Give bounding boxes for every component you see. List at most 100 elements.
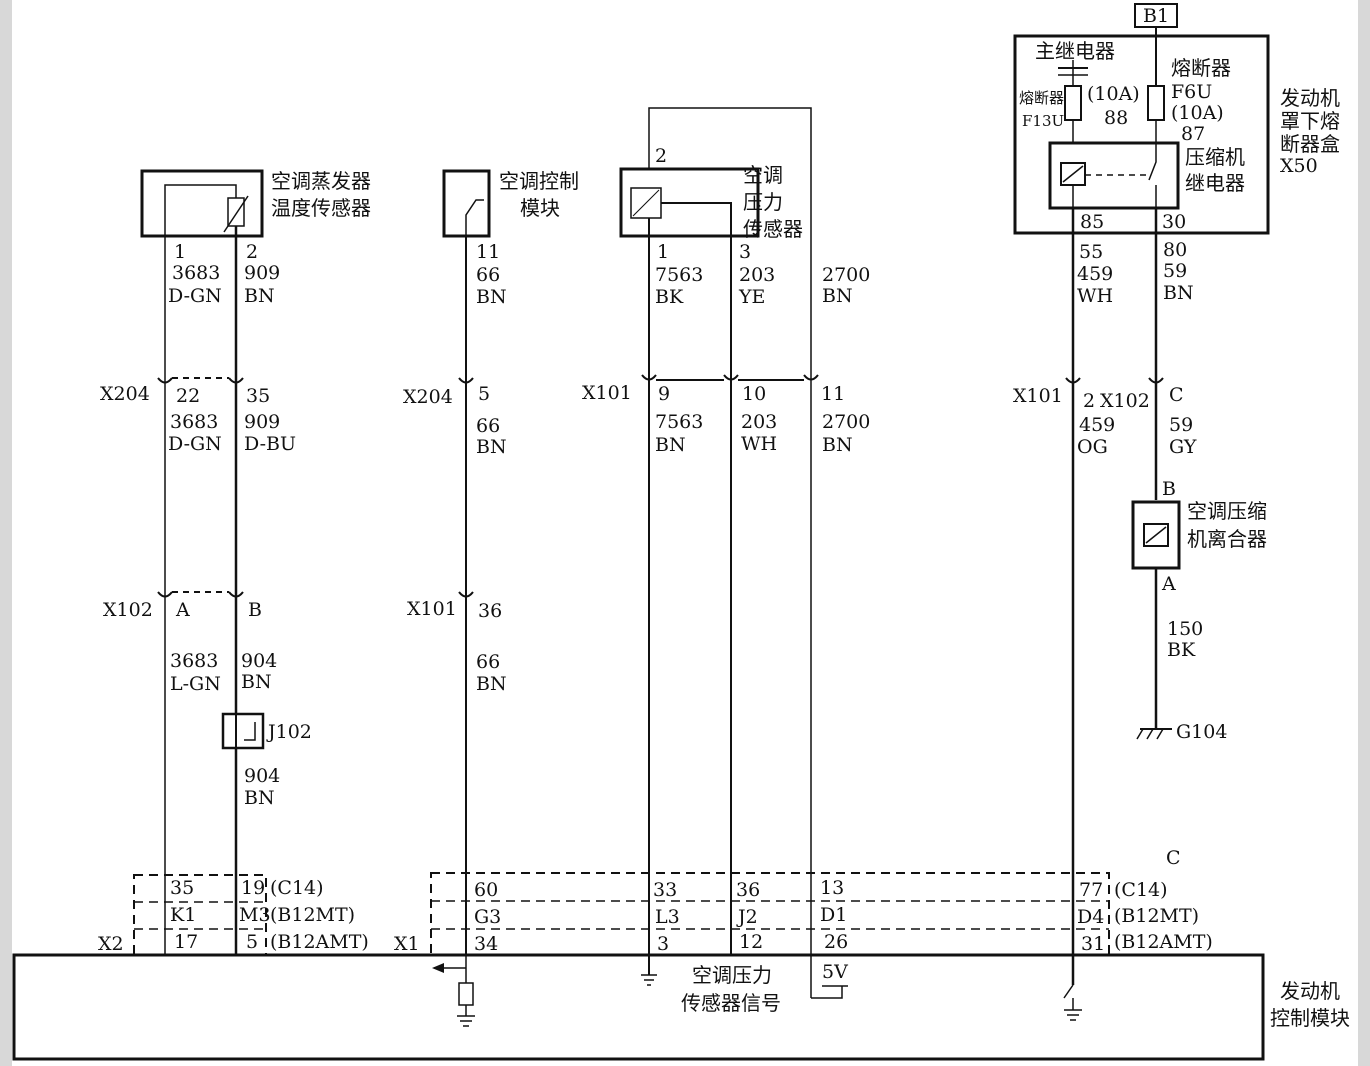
pin-label: 36	[478, 600, 502, 622]
wire-color: D-GN	[168, 285, 222, 307]
pin-label: B	[1162, 478, 1176, 500]
wire-circuit: 59	[1163, 260, 1187, 282]
wire-circuit: 7563	[655, 264, 703, 286]
wire-color: BN	[655, 434, 686, 456]
pin-label: 10	[742, 383, 766, 405]
relay-label-2: 继电器	[1185, 171, 1245, 195]
ground-label: G104	[1176, 721, 1227, 743]
wire-color: YE	[738, 286, 765, 308]
ecm-label-2: 控制模块	[1270, 1006, 1350, 1030]
wire-color: BN	[244, 787, 275, 809]
wire-color: BK	[655, 286, 684, 308]
ecm-pin: M3	[239, 904, 271, 926]
wire-color: GY	[1169, 436, 1197, 458]
ecm-pin: 36	[736, 879, 760, 901]
ecm-pin: D1	[820, 904, 847, 926]
pin-label: 22	[176, 385, 200, 407]
press-sensor-label-1: 空调	[743, 163, 783, 187]
pin-label: 30	[1162, 211, 1186, 233]
variant-label: (B12AMT)	[270, 931, 369, 953]
wire-color: L-GN	[170, 673, 221, 695]
pin-label: 35	[246, 385, 270, 407]
wire-circuit: 203	[741, 411, 777, 433]
wire-color: D-BU	[244, 433, 296, 455]
wire-circuit: 66	[476, 415, 500, 437]
ecm-pin: 33	[653, 879, 677, 901]
ecm-pin: J2	[736, 906, 758, 928]
ecm-5v-label: 5V	[822, 961, 848, 983]
wire-color: BN	[476, 286, 507, 308]
ecm-pin: 60	[474, 879, 498, 901]
connector-id: X204	[100, 383, 150, 405]
fuse-rating: (10A)	[1171, 102, 1224, 124]
fuse-box-label-2: 罩下熔	[1280, 109, 1340, 133]
fuse-id: F13U	[1022, 112, 1064, 130]
wire-circuit: 3683	[172, 262, 220, 284]
wire-color: BN	[822, 285, 853, 307]
evap-sensor-label-2: 温度传感器	[271, 196, 371, 220]
ecm-pin: 35	[170, 877, 194, 899]
ecm-signal-label-1: 空调压力	[692, 963, 772, 987]
ecm-pin: 26	[824, 931, 848, 953]
wire-color: WH	[1077, 285, 1113, 307]
ecm-pin: K1	[170, 904, 196, 926]
wire-color: BN	[476, 673, 507, 695]
ecm-pin: 77	[1079, 879, 1103, 901]
pin-label: 11	[821, 383, 845, 405]
pin-label: 2	[246, 241, 258, 263]
ecm-pin: L3	[655, 906, 680, 928]
wire-color: BN	[244, 285, 275, 307]
pin-label: A	[175, 599, 190, 621]
ecm-pin: D4	[1077, 906, 1104, 928]
ecm-pin: 5	[246, 931, 258, 953]
connector-id: X204	[403, 386, 453, 408]
ecm-pin: 34	[474, 933, 498, 955]
pin-label: 3	[739, 241, 751, 263]
wire-circuit: 909	[244, 411, 280, 433]
fuse-box-label-3: 断器盒	[1280, 132, 1340, 156]
ecm-signal-label-2: 传感器信号	[681, 991, 781, 1015]
wire-circuit: 3683	[170, 650, 218, 672]
pin-label: 5	[478, 383, 490, 405]
connector-id: X101	[582, 382, 632, 404]
ecm-pin: 31	[1081, 933, 1105, 955]
fuse-box-id: X50	[1280, 155, 1318, 177]
fuse-label: 熔断器	[1019, 89, 1064, 107]
wire-circuit: 7563	[655, 411, 703, 433]
wire-circuit: 59	[1169, 414, 1193, 436]
pin-label: 1	[657, 241, 669, 263]
connector-id: X1	[394, 933, 420, 955]
wire-circuit: 203	[739, 264, 775, 286]
connector-id: X2	[98, 933, 124, 955]
wire-color: BN	[476, 436, 507, 458]
fuse-box-label-1: 发动机	[1280, 86, 1340, 110]
wire-color: BN	[822, 434, 853, 456]
wire-circuit: 2700	[822, 264, 870, 286]
variant-label: (B12MT)	[1114, 905, 1199, 927]
variant-label: (C14)	[1114, 879, 1168, 901]
pin-label: 9	[658, 383, 670, 405]
wire-circuit: 904	[244, 765, 280, 787]
supply-label: B1	[1143, 5, 1169, 27]
ecm-pin: 12	[739, 931, 763, 953]
press-sensor-label-2: 压力	[743, 190, 783, 214]
pin-label: B	[248, 599, 262, 621]
relay-label-1: 压缩机	[1185, 145, 1245, 169]
main-relay-label: 主继电器	[1035, 39, 1115, 63]
evap-sensor-label-1: 空调蒸发器	[271, 169, 371, 193]
ctrl-module-label-1: 空调控制	[499, 169, 579, 193]
wire-circuit: 459	[1077, 263, 1113, 285]
wire-circuit: 909	[244, 262, 280, 284]
pin-label: 85	[1080, 211, 1104, 233]
pin-label: 11	[476, 241, 500, 263]
wire-color: BK	[1167, 639, 1196, 661]
fuse-label: 熔断器	[1171, 56, 1231, 80]
connector-id: X101	[407, 598, 457, 620]
fuse-pin: 88	[1104, 107, 1128, 129]
wire-color: WH	[741, 433, 777, 455]
ecm-pin: 3	[657, 933, 669, 955]
press-sensor-label-3: 传感器	[743, 217, 803, 241]
ecm-pin: G3	[474, 906, 501, 928]
splice-label: J102	[266, 721, 312, 743]
